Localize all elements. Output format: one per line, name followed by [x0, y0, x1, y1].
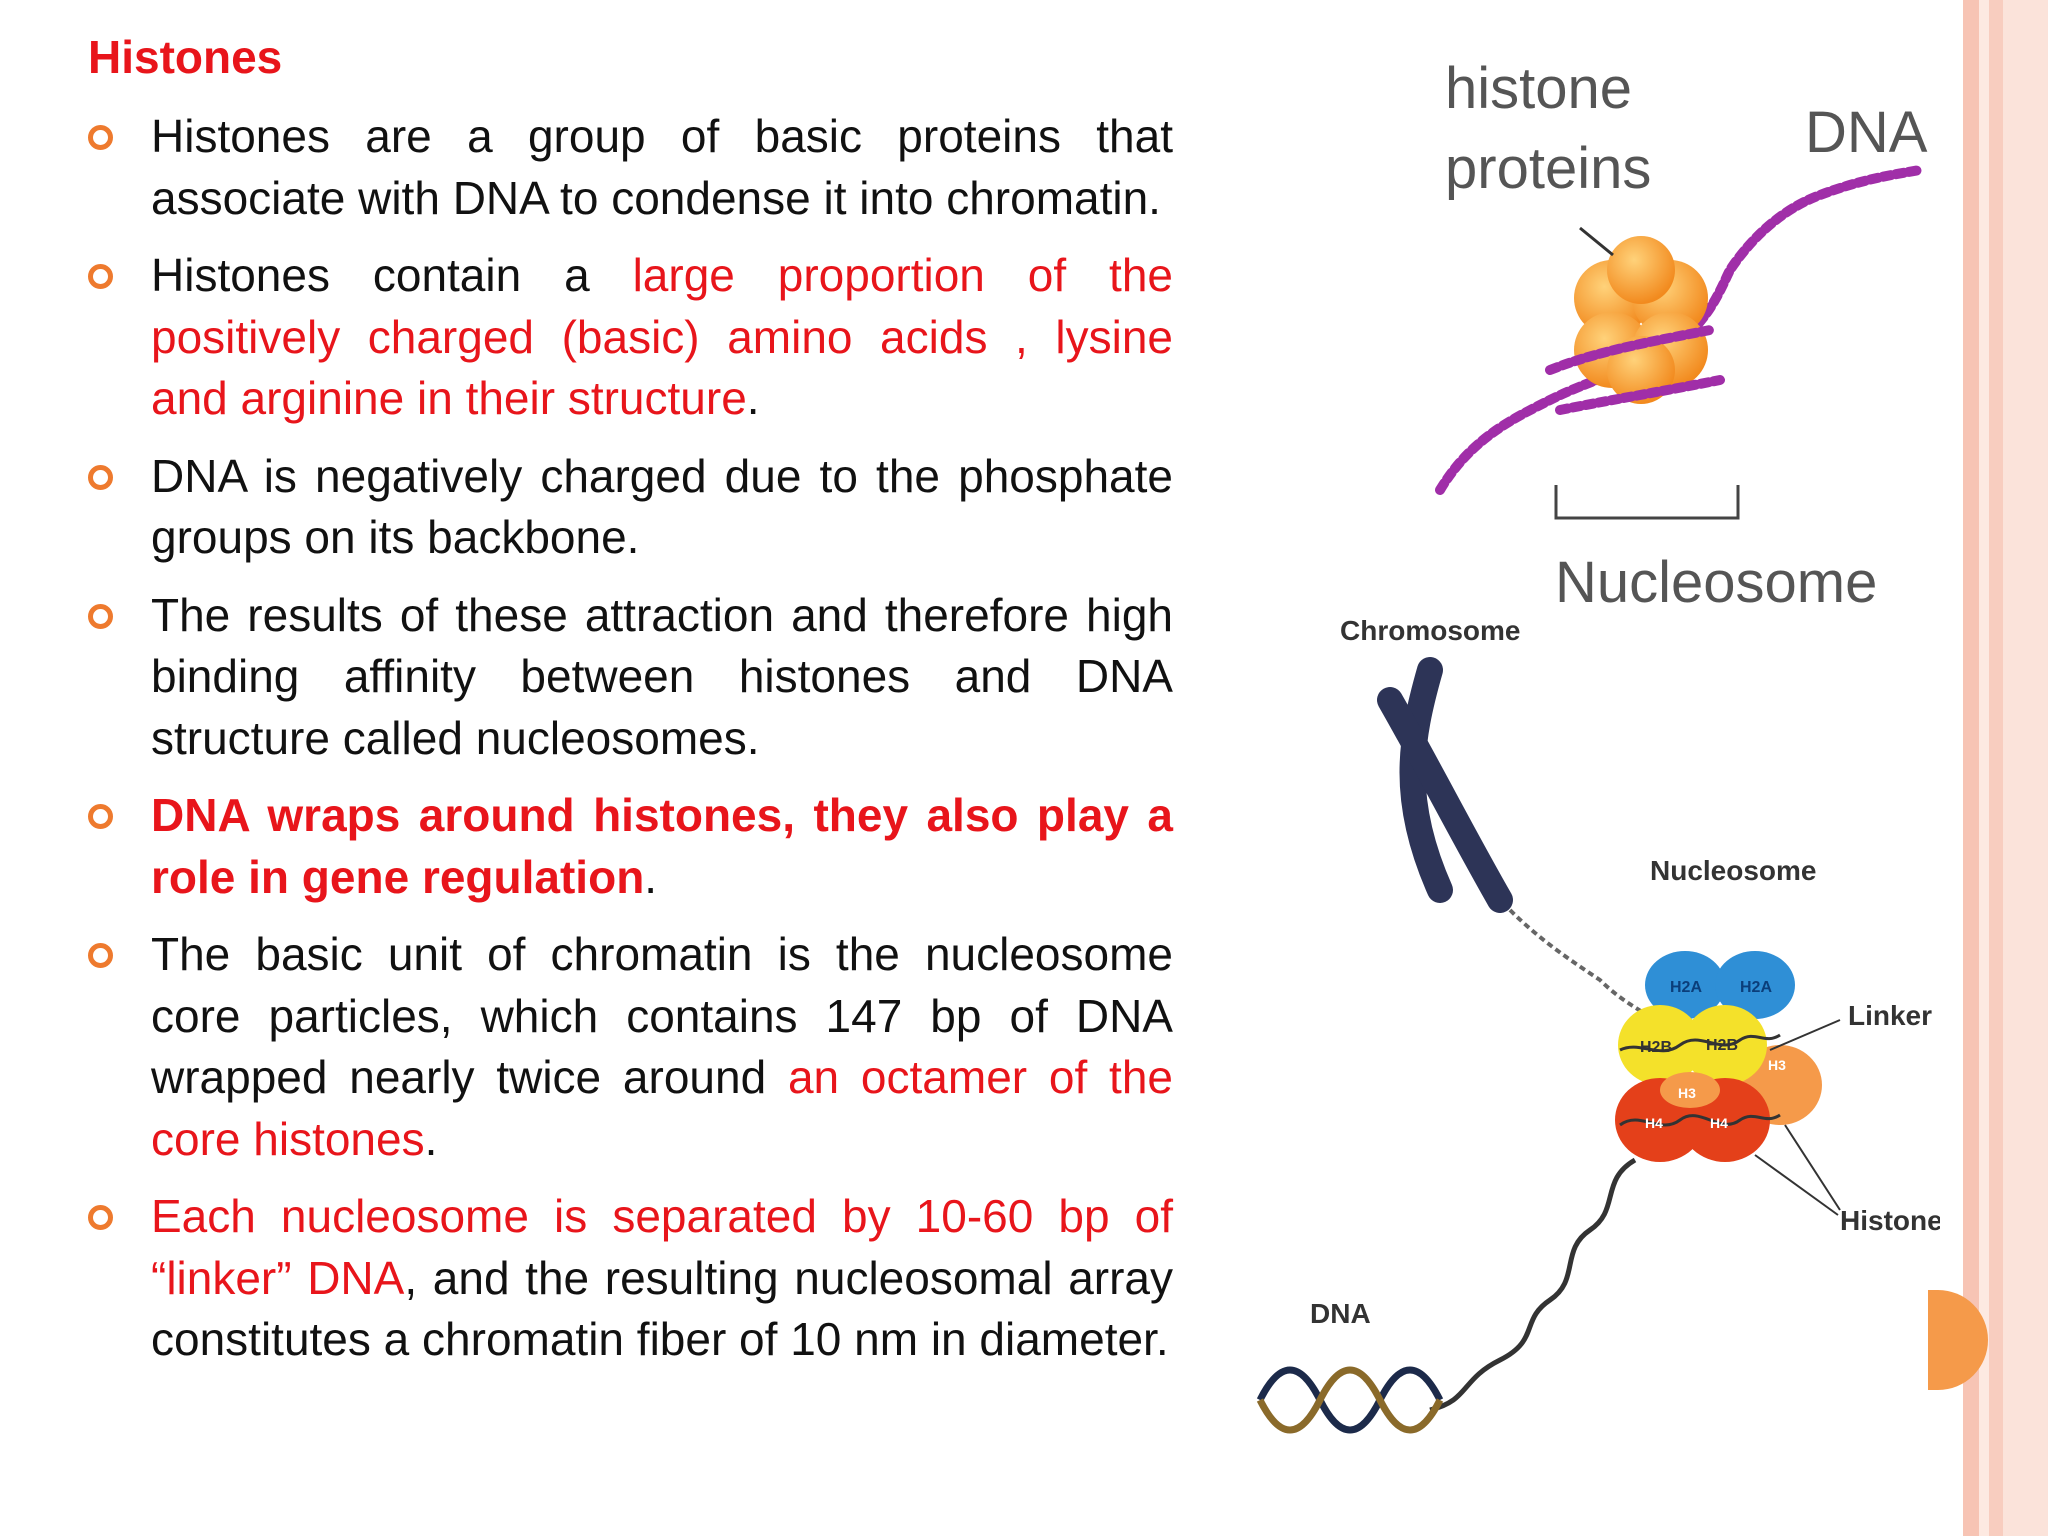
histone-ball [1607, 236, 1675, 304]
subunit-label: H2A [1740, 979, 1772, 996]
nucleosome-bracket [1554, 485, 1740, 520]
subunit-label: H2A [1670, 979, 1702, 996]
bullet-list: Histones are a group of basic proteins t… [88, 106, 1173, 1387]
bullet-circle-icon [88, 125, 113, 150]
bullet-text-segment: an octamer of the core histones [151, 1051, 1173, 1165]
subunit-label: H4 [1645, 1115, 1663, 1131]
subunit-label: H4 [1710, 1115, 1728, 1131]
slide-title: Histones [88, 31, 283, 83]
pointer-line [1579, 226, 1614, 257]
bullet-text-segment: , and the resulting nucleosomal array co… [151, 1251, 1173, 1366]
histone-pointer [1754, 1154, 1839, 1216]
bullet-text-segment: . [644, 850, 658, 903]
top-nucleosome-illustration: histone proteins DNA Nucleosome [1435, 56, 1928, 615]
histone-h2a [1715, 951, 1795, 1019]
bullet-item: The basic unit of chromatin is the nucle… [88, 924, 1173, 1170]
histone-h2b [1618, 1005, 1702, 1085]
bullet-text-segment: DNA wraps around histones, they also pla… [151, 789, 1173, 903]
bullet-item: Histones are a group of basic proteins t… [88, 106, 1173, 229]
chromatin-illustration: Chromosome Nucleosome H2A H2A H2B H2B H3… [1256, 615, 1940, 1434]
subunit-label: H2B [1706, 1037, 1738, 1054]
dna-label: DNA [1310, 1298, 1371, 1329]
linker-pointer [1769, 1019, 1841, 1051]
linker-label: Linker [1848, 1000, 1932, 1031]
subunit-label: H3 [1678, 1085, 1696, 1101]
bullet-item: Histones contain a large proportion of t… [88, 245, 1173, 430]
dna-label: DNA [1805, 100, 1928, 165]
chromosome-shape [1399, 657, 1453, 903]
nucleosome-diagram: histone proteins DNA Nucleosome Chromoso… [1256, 56, 1940, 1434]
histone-pointer [1784, 1124, 1841, 1211]
dna-wrap [1555, 375, 1725, 415]
chromosome-label: Chromosome [1340, 615, 1520, 646]
bullet-item: DNA wraps around histones, they also pla… [88, 785, 1173, 908]
dna-wrap [1619, 1033, 1781, 1053]
bullet-item: Each nucleosome is separated by 10-60 bp… [88, 1186, 1173, 1371]
histone-label: Histone [1840, 1205, 1940, 1236]
dna-wrap [1545, 325, 1715, 375]
bullet-text-segment: The basic unit of chromatin is the nucle… [151, 928, 1173, 1103]
bullet-text-segment: Each nucleosome is separated by 10-60 bp… [151, 1190, 1173, 1304]
bullet-text-segment: . [746, 372, 760, 424]
bullet-circle-icon [88, 1205, 113, 1230]
subunit-label: H3 [1768, 1057, 1786, 1073]
bullet-text-segment: DNA is negatively charged due to the pho… [151, 449, 1173, 564]
subunit-label: H2B [1640, 1039, 1672, 1056]
dna-strand [1665, 165, 1925, 355]
border-strip [2003, 0, 2048, 1536]
histone-h3 [1660, 1072, 1720, 1108]
bullet-text-segment: The results of these attraction and ther… [151, 588, 1173, 764]
bullet-text-segment: large proportion of the positively charg… [151, 249, 1173, 424]
border-strip [1979, 0, 1989, 1536]
bullet-circle-icon [88, 804, 113, 829]
border-strip [1963, 0, 1979, 1536]
nucleosome-label: Nucleosome [1555, 550, 1877, 615]
bullet-text-segment: . [424, 1112, 438, 1165]
chromosome-shape [1377, 687, 1513, 913]
histone-proteins-label: histone proteins [1445, 56, 1651, 201]
bullet-text-segment: Histones are a group of basic proteins t… [151, 110, 1173, 224]
bullet-item: The results of these attraction and ther… [88, 585, 1173, 770]
nucleosome-label: Nucleosome [1650, 855, 1817, 886]
dna-double-helix [1256, 1366, 1444, 1434]
bullet-circle-icon [88, 603, 113, 629]
dna-coil [1429, 1157, 1637, 1413]
histone-h2a [1645, 951, 1725, 1019]
bullet-item: DNA is negatively charged due to the pho… [88, 446, 1173, 569]
border-strip [1989, 0, 2003, 1536]
bullet-circle-icon [88, 943, 113, 968]
bullet-circle-icon [88, 264, 113, 289]
beads-string [1508, 908, 1657, 1022]
dna-wrap [1619, 1113, 1781, 1127]
bullet-circle-icon [88, 464, 113, 490]
bullet-text-segment: Histones contain a [151, 249, 633, 301]
